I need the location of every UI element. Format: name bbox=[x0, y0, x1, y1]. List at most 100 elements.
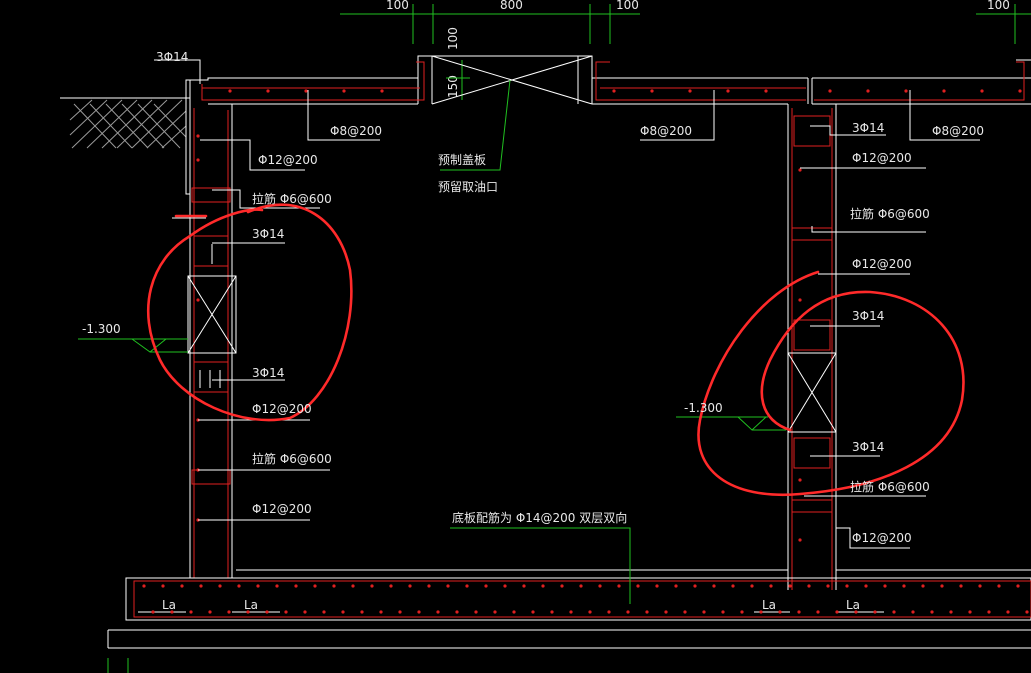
rebar-dot bbox=[208, 610, 212, 614]
rebar-dot bbox=[798, 168, 802, 172]
leader-lines bbox=[154, 59, 980, 604]
roof-bar-left-label: Φ8@200 bbox=[330, 124, 382, 138]
rebar-dot bbox=[987, 610, 991, 614]
rebar-dot bbox=[436, 610, 440, 614]
rebar-dot bbox=[370, 584, 374, 588]
rebar-dot bbox=[598, 584, 602, 588]
rebar-dot bbox=[617, 584, 621, 588]
rebar-dot bbox=[351, 584, 355, 588]
rebar-dot bbox=[275, 584, 279, 588]
left-bars-lower-label: 3Φ14 bbox=[252, 366, 284, 380]
roof-bar-right-label: Φ8@200 bbox=[932, 124, 984, 138]
rebar-dot bbox=[683, 610, 687, 614]
rebar-dot bbox=[161, 584, 165, 588]
rebar-dot bbox=[332, 584, 336, 588]
rebar-dot bbox=[541, 584, 545, 588]
rebar-dot bbox=[493, 610, 497, 614]
rebar-dot bbox=[930, 610, 934, 614]
left-bar-12-mid-label: Φ12@200 bbox=[252, 402, 312, 416]
rebar-dot bbox=[798, 298, 802, 302]
rebar-dot bbox=[612, 89, 616, 93]
rebar-dot bbox=[256, 584, 260, 588]
rebar-dot bbox=[807, 584, 811, 588]
rebar-dot bbox=[531, 610, 535, 614]
left-bars-upper-label: 3Φ14 bbox=[252, 227, 284, 241]
rebar-dot bbox=[769, 584, 773, 588]
rebar-dot bbox=[636, 584, 640, 588]
rebar-dot bbox=[740, 610, 744, 614]
rebar-dot bbox=[845, 584, 849, 588]
cover-note-1: 预制盖板 bbox=[438, 153, 486, 167]
right-bar-12-bottom-label: Φ12@200 bbox=[852, 531, 912, 545]
rebar-dot bbox=[1025, 610, 1029, 614]
rebar-dot bbox=[218, 584, 222, 588]
rebar-dot bbox=[427, 584, 431, 588]
top-dimension: 100 800 100 100 100 150 bbox=[340, 0, 1031, 100]
dim-label-far: 100 bbox=[987, 0, 1010, 12]
dim-label-right: 100 bbox=[616, 0, 639, 12]
left-top-bars-label: 3Φ14 bbox=[156, 50, 188, 64]
rebar-dot bbox=[731, 584, 735, 588]
rebar-dot bbox=[579, 584, 583, 588]
rebar-dot bbox=[408, 584, 412, 588]
left-bar-12-bottom-label: Φ12@200 bbox=[252, 502, 312, 516]
rebar-dot bbox=[816, 610, 820, 614]
rebar-dot bbox=[664, 610, 668, 614]
cover-note-2: 预留取油口 bbox=[438, 180, 498, 194]
rebar-dot bbox=[712, 584, 716, 588]
rebar-dot bbox=[389, 584, 393, 588]
rebar-dot bbox=[997, 584, 1001, 588]
la-label-1: La bbox=[162, 598, 176, 612]
rebar-dot bbox=[911, 610, 915, 614]
left-wall bbox=[187, 100, 237, 578]
la-label-2: La bbox=[244, 598, 258, 612]
rebar-dot bbox=[189, 610, 193, 614]
rebar-dot bbox=[854, 610, 858, 614]
rebar-dot bbox=[626, 610, 630, 614]
rebar-dot bbox=[227, 610, 231, 614]
dim-label-vertical-1: 100 bbox=[446, 27, 460, 50]
right-level-label: -1.300 bbox=[684, 401, 723, 415]
rebar-dot bbox=[142, 584, 146, 588]
la-label-4: La bbox=[846, 598, 860, 612]
right-bar-12-mid-label: Φ12@200 bbox=[852, 257, 912, 271]
rebar-dot bbox=[199, 584, 203, 588]
base-slab bbox=[107, 569, 1031, 673]
rebar-dot bbox=[455, 610, 459, 614]
rebar-dot bbox=[322, 610, 326, 614]
rebar-dots bbox=[142, 89, 1029, 614]
dim-label-mid: 800 bbox=[500, 0, 523, 12]
left-level-label: -1.300 bbox=[82, 322, 121, 336]
rebar-dot bbox=[341, 610, 345, 614]
rebar-dot bbox=[645, 610, 649, 614]
rebar-dot bbox=[826, 584, 830, 588]
soil-hatch bbox=[60, 97, 190, 149]
rebar-dot bbox=[942, 89, 946, 93]
rebar-dot bbox=[550, 610, 554, 614]
rebar-dot bbox=[702, 610, 706, 614]
rebar-dot bbox=[607, 610, 611, 614]
right-tie-bottom-label: 拉筋 Φ6@600 bbox=[850, 479, 930, 494]
rebar-dot bbox=[246, 610, 250, 614]
rebar-dot bbox=[170, 610, 174, 614]
rebar-dot bbox=[417, 610, 421, 614]
rebar-dot bbox=[360, 610, 364, 614]
left-tie-top-label: 拉筋 Φ6@600 bbox=[252, 191, 332, 206]
rebar-dot bbox=[196, 134, 200, 138]
rebar-dot bbox=[750, 584, 754, 588]
rebar-dot bbox=[693, 584, 697, 588]
rebar-dot bbox=[1018, 89, 1022, 93]
rebar-dot bbox=[798, 538, 802, 542]
rebar-dot bbox=[560, 584, 564, 588]
right-tie-top-label: 拉筋 Φ6@600 bbox=[850, 206, 930, 221]
rebar-dot bbox=[228, 89, 232, 93]
rebar-dot bbox=[303, 610, 307, 614]
rebar-dot bbox=[512, 610, 516, 614]
rebar-dot bbox=[902, 584, 906, 588]
rebar-dot bbox=[380, 89, 384, 93]
rebar-dot bbox=[788, 584, 792, 588]
rebar-dot bbox=[266, 89, 270, 93]
rebar-dot bbox=[883, 584, 887, 588]
rebar-dot bbox=[797, 610, 801, 614]
rebar-dot bbox=[522, 584, 526, 588]
